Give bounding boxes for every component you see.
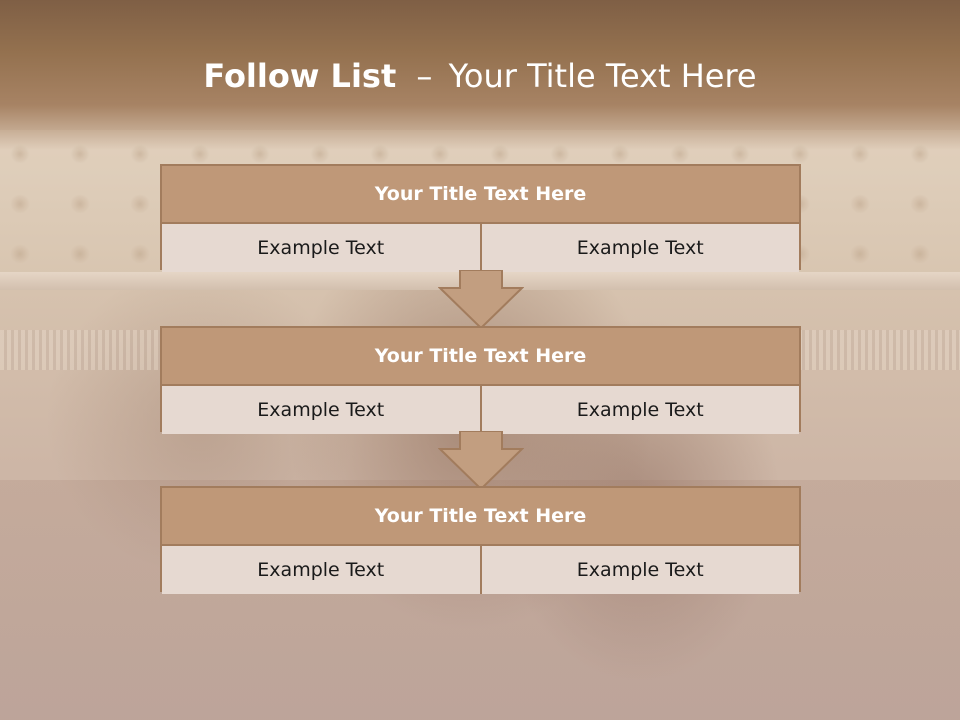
- slide-title[interactable]: Follow List – Your Title Text Here: [0, 52, 960, 100]
- down-arrow-icon: [438, 431, 524, 491]
- block-row: Example Text Example Text: [162, 224, 799, 272]
- title-band: [0, 0, 960, 150]
- follow-block-3[interactable]: Your Title Text Here Example Text Exampl…: [160, 486, 801, 594]
- block-cell-left: Example Text: [162, 224, 480, 272]
- block-row: Example Text Example Text: [162, 386, 799, 434]
- block-cell-left: Example Text: [162, 546, 480, 594]
- follow-block-1[interactable]: Your Title Text Here Example Text Exampl…: [160, 164, 801, 272]
- title-rest: Your Title Text Here: [448, 57, 757, 95]
- block-heading: Your Title Text Here: [162, 328, 799, 386]
- title-separator: –: [416, 57, 433, 95]
- follow-block-2[interactable]: Your Title Text Here Example Text Exampl…: [160, 326, 801, 434]
- block-cell-right: Example Text: [479, 546, 799, 594]
- block-cell-left: Example Text: [162, 386, 480, 434]
- block-cell-right: Example Text: [479, 224, 799, 272]
- down-arrow-icon: [438, 270, 524, 330]
- block-heading: Your Title Text Here: [162, 488, 799, 546]
- block-row: Example Text Example Text: [162, 546, 799, 594]
- title-bold: Follow List: [203, 57, 397, 95]
- block-heading: Your Title Text Here: [162, 166, 799, 224]
- block-cell-right: Example Text: [479, 386, 799, 434]
